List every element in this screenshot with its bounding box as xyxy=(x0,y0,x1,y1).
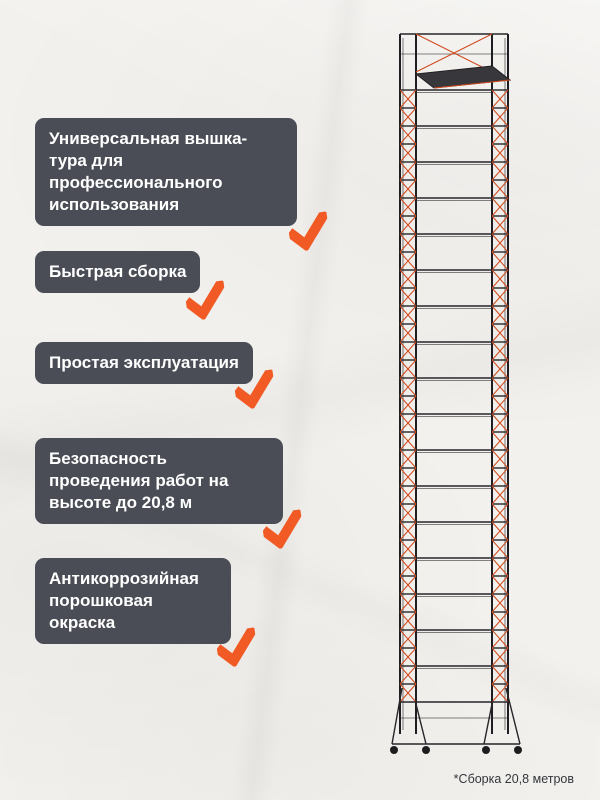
feature-label: Быстрая сборка xyxy=(49,262,187,281)
feature-label: Антикоррозийная порошковая окраска xyxy=(49,569,199,633)
feature-badge: Быстрая сборка xyxy=(35,251,228,322)
checkmark-icon xyxy=(214,627,258,669)
feature-label: Простая эксплуатация xyxy=(49,353,239,372)
checkmark-icon xyxy=(286,211,330,253)
feature-badge: Универсальная вышка-тура для профессиона… xyxy=(35,118,330,253)
feature-label: Универсальная вышка-тура для профессиона… xyxy=(49,129,248,215)
feature-label: Безопасность проведения работ на высоте … xyxy=(49,449,229,513)
checkmark-icon xyxy=(232,369,276,411)
checkmark-icon xyxy=(260,509,304,551)
feature-badge: Простая эксплуатация xyxy=(35,342,276,411)
scaffold-tower-illustration xyxy=(390,33,522,754)
footnote: *Сборка 20,8 метров xyxy=(453,772,574,786)
checkmark-icon xyxy=(184,280,228,322)
feature-badge: Безопасность проведения работ на высоте … xyxy=(35,438,304,551)
feature-badge: Антикоррозийная порошковая окраска xyxy=(35,558,258,669)
